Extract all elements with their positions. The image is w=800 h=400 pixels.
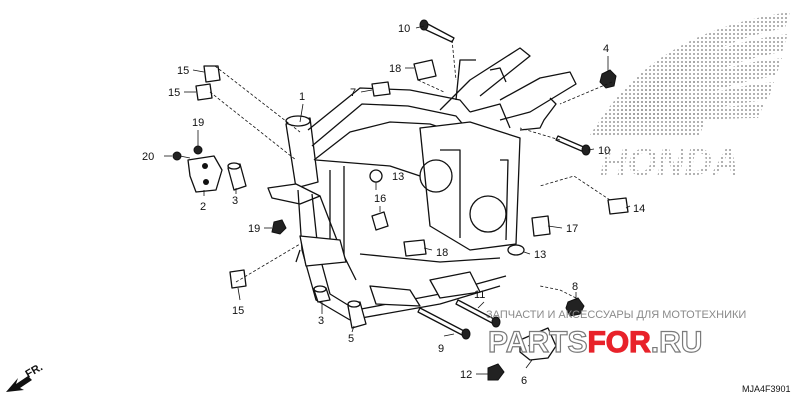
bolt-part-19-a: [193, 145, 203, 155]
watermark-site-for: FOR: [587, 326, 651, 359]
callout-20: 20: [142, 151, 154, 163]
honda-wordmark: HONDA: [600, 142, 739, 184]
callout-18-lower: 18: [436, 247, 448, 259]
watermark-site: PARTSFOR.RU: [488, 326, 702, 359]
callout-6: 6: [521, 375, 527, 387]
callout-14: 14: [633, 203, 645, 215]
collar-part-5: [347, 300, 367, 329]
callout-5: 5: [348, 333, 354, 345]
cap-part-13-lower: [507, 244, 525, 256]
bolt-part-11: [455, 299, 501, 328]
clamp-part-15-c: [229, 269, 247, 289]
callout-15-a: 15: [177, 65, 189, 77]
nut-part-19-b: [271, 219, 287, 235]
callout-4: 4: [603, 43, 609, 55]
honda-wing-logo: HONDA: [590, 12, 790, 184]
callout-8: 8: [572, 281, 578, 293]
watermark-tagline: ЗАПЧАСТИ И АКСЕССУАРЫ ДЛЯ МОТОТЕХНИКИ: [486, 309, 746, 321]
bolt-part-12: [487, 363, 505, 381]
callout-3-upper: 3: [232, 195, 238, 207]
callout-3-lower: 3: [318, 315, 324, 327]
bolt-part-9: [417, 307, 471, 340]
callout-2: 2: [200, 201, 206, 213]
callout-9: 9: [438, 343, 444, 355]
bracket-part-2: [187, 155, 223, 193]
front-label: FR.: [24, 361, 45, 380]
front-direction-marker: FR.: [6, 361, 45, 392]
watermark-site-ru: .RU: [651, 326, 703, 359]
collar-part-3-lower: [313, 285, 331, 303]
callout-labels: 1 2 3 3 4 5 6 7 8 9 10 10 11 12 13 13 14…: [142, 23, 645, 387]
watermark-site-parts: PARTS: [488, 326, 587, 359]
callout-15-c: 15: [232, 305, 244, 317]
clamp-part-16: [371, 211, 389, 231]
main-frame: [267, 47, 577, 321]
clip-part-14: [607, 197, 629, 215]
bolt-part-20: [172, 151, 191, 161]
callout-19-b: 19: [248, 223, 260, 235]
callout-13-upper: 13: [392, 171, 404, 183]
collar-part-3-upper: [227, 162, 247, 191]
grommet-part-13-upper: [369, 169, 383, 183]
clip-part-18-lower: [403, 239, 427, 257]
callout-7: 7: [350, 87, 356, 99]
grommet-part-7: [371, 81, 391, 97]
callout-12: 12: [460, 369, 472, 381]
callout-17: 17: [566, 223, 578, 235]
watermark: ЗАПЧАСТИ И АКСЕССУАРЫ ДЛЯ МОТОТЕХНИКИ PA…: [486, 309, 746, 360]
bracket-part-6: [519, 327, 557, 361]
clamp-part-17: [531, 215, 551, 237]
clamp-part-15-a: [195, 65, 221, 101]
callout-18-upper: 18: [389, 63, 401, 75]
nut-part-8: [565, 297, 585, 317]
clip-part-18-upper: [413, 59, 437, 81]
callout-10-upper: 10: [398, 23, 410, 35]
front-arrow-icon: [6, 376, 32, 392]
callout-11: 11: [474, 289, 485, 301]
diagram-code: MJA4F3901: [742, 384, 791, 394]
nut-part-4: [599, 69, 617, 89]
callout-15-b: 15: [168, 87, 180, 99]
callout-1: 1: [299, 91, 305, 103]
bolt-part-10-side: [555, 135, 591, 156]
callout-16: 16: [374, 193, 386, 205]
callout-10-side: 10: [598, 145, 610, 157]
leader-lines: [164, 25, 631, 375]
callout-13-lower: 13: [534, 249, 546, 261]
bolt-part-10-upper: [419, 19, 455, 43]
callout-19-a: 19: [192, 117, 204, 129]
